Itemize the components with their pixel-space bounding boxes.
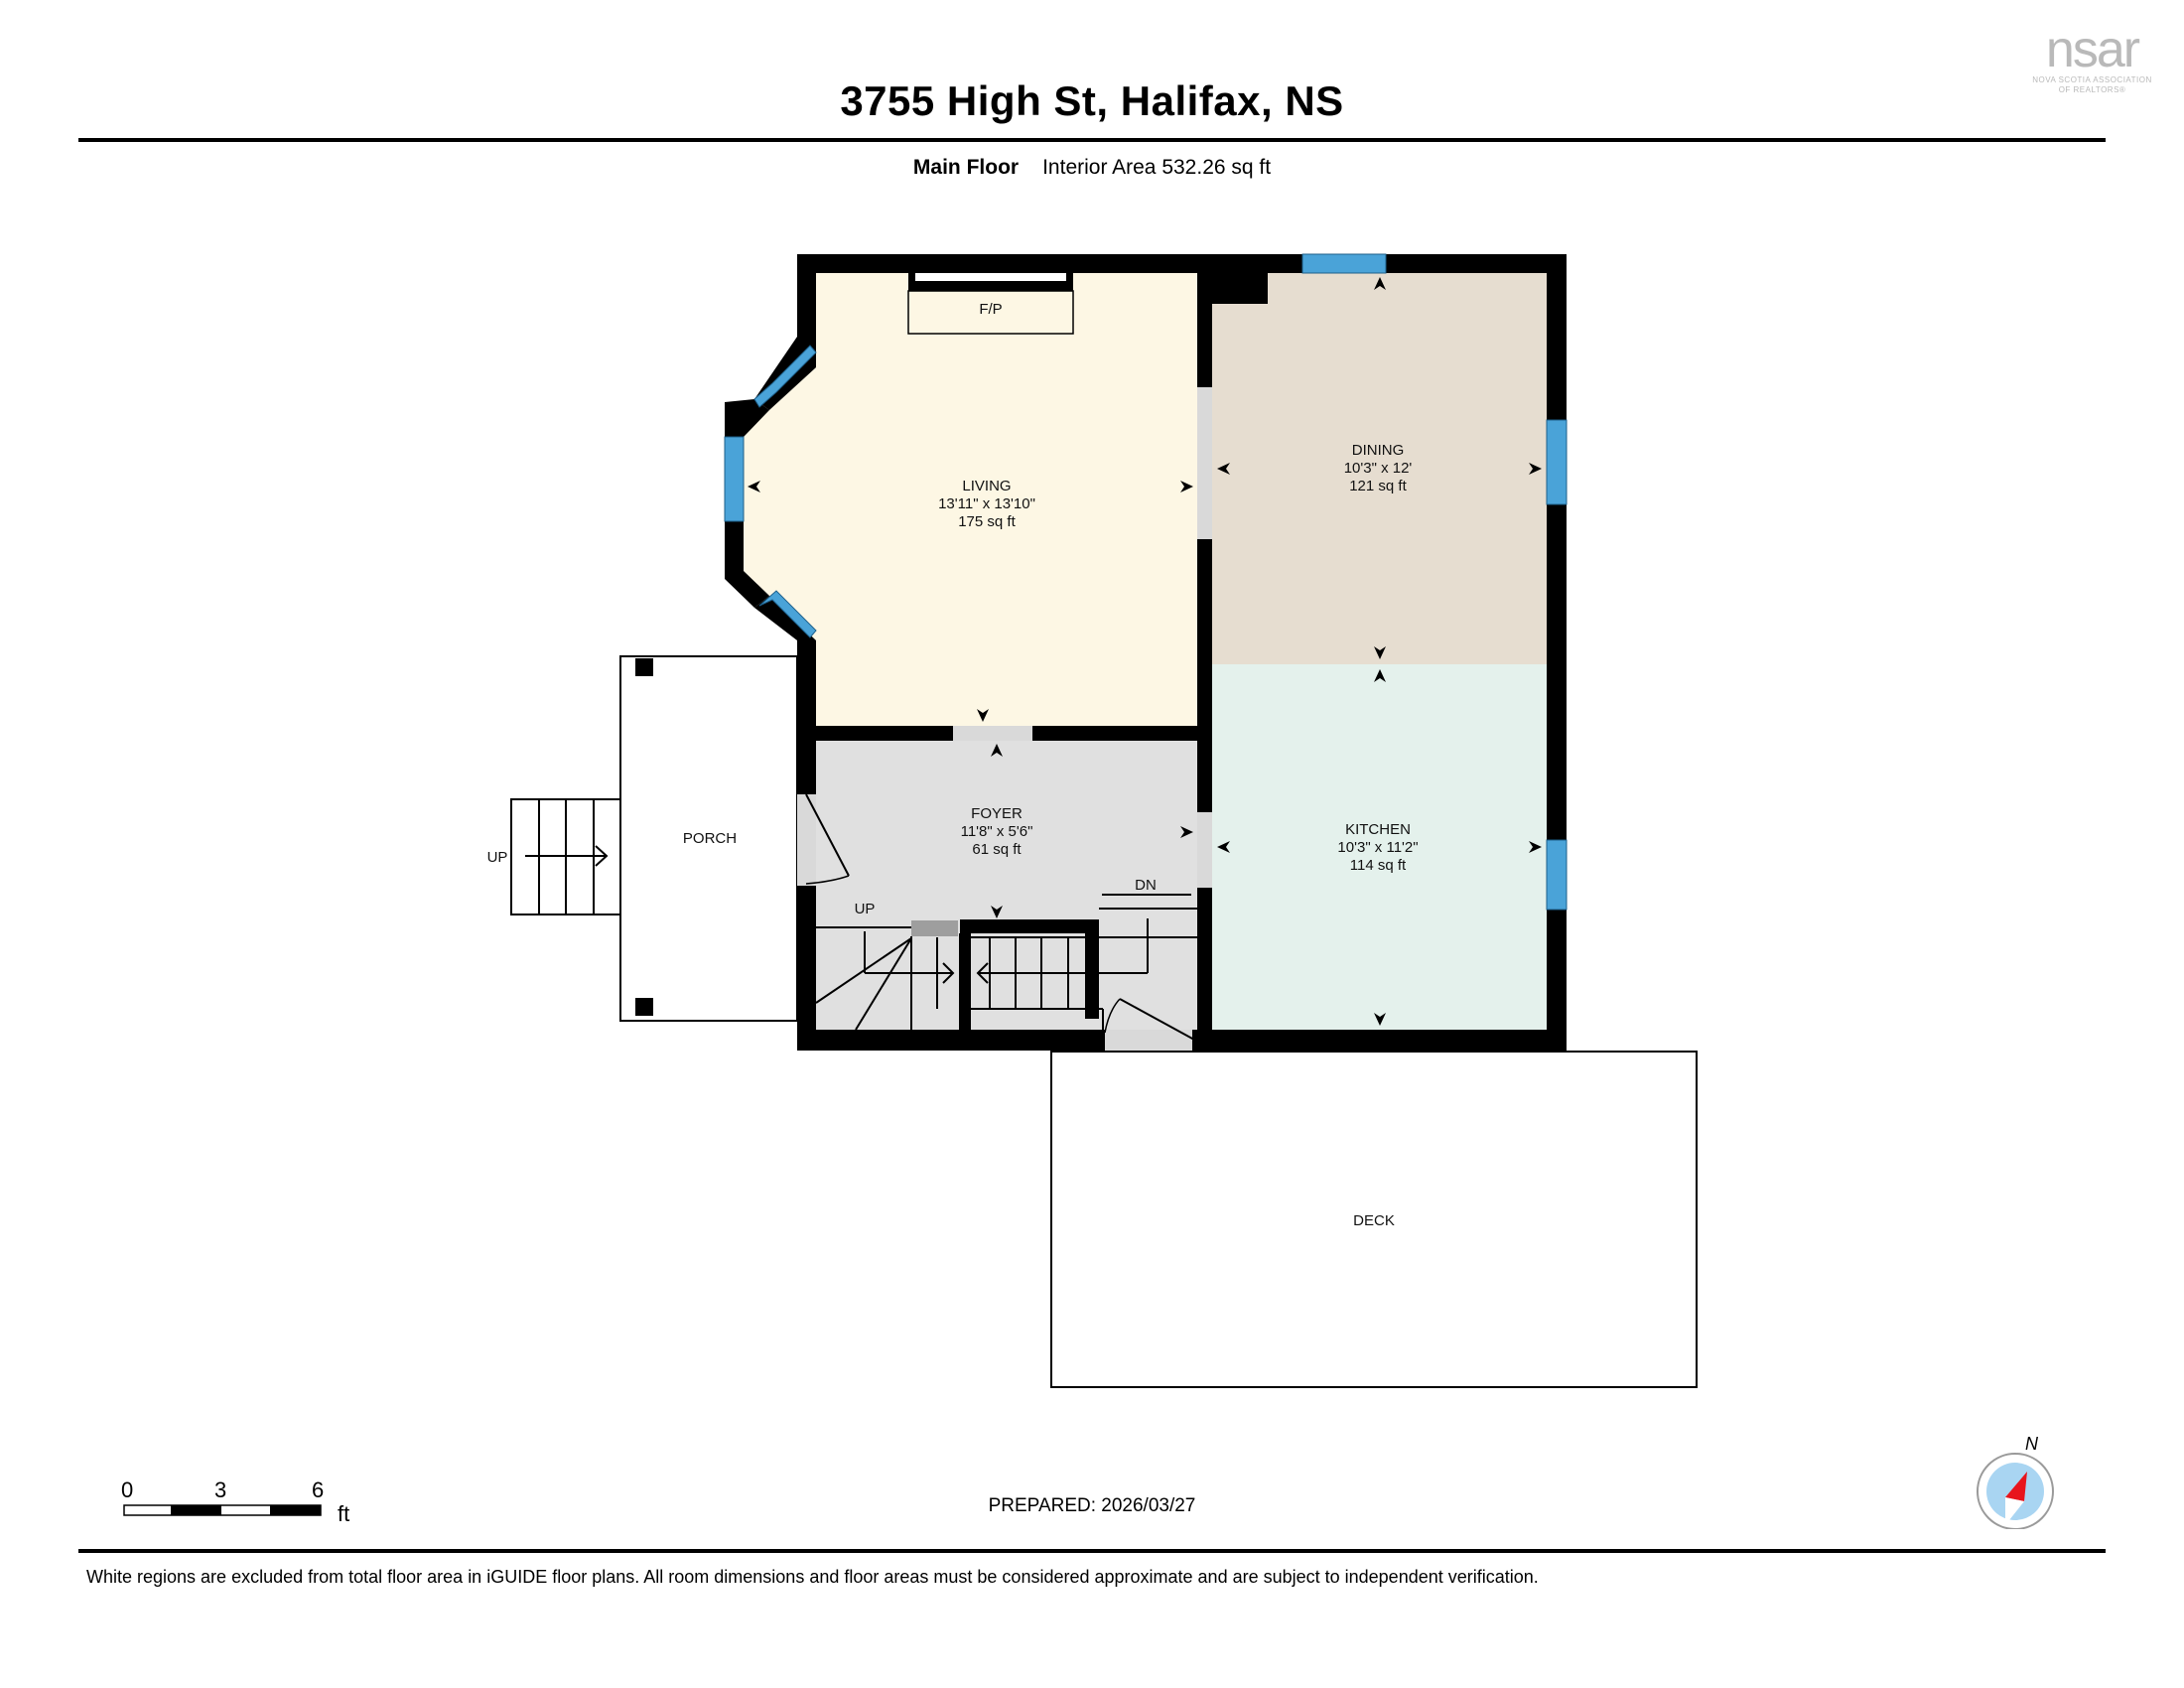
- fireplace-label: F/P: [979, 301, 1002, 318]
- scale-tick-3: 3: [214, 1477, 227, 1502]
- porch-label: PORCH: [683, 830, 737, 847]
- porch-post: [635, 658, 653, 676]
- deck-label: DECK: [1353, 1212, 1395, 1229]
- porch-post: [635, 998, 653, 1016]
- scale-tick-6: 6: [312, 1477, 325, 1502]
- svg-text:175 sq ft: 175 sq ft: [958, 513, 1016, 530]
- compass: N: [1976, 1430, 2055, 1530]
- room-living-label: LIVING 13'11" x 13'10" 175 sq ft: [938, 478, 1035, 530]
- room-foyer-label: FOYER 11'8" x 5'6" 61 sq ft: [961, 805, 1033, 858]
- logo-mark: nsar: [2045, 21, 2140, 78]
- logo-line2: OF REALTORS®: [2058, 85, 2126, 94]
- svg-text:LIVING: LIVING: [962, 478, 1011, 494]
- footer-rule: [78, 1549, 2106, 1553]
- dimension-arrows: [748, 277, 1542, 1026]
- front-door-swing: [805, 793, 850, 885]
- svg-text:10'3" x 11'2": 10'3" x 11'2": [1337, 839, 1418, 856]
- svg-text:61 sq ft: 61 sq ft: [972, 841, 1022, 858]
- foyer-stairs-down-label: DN: [1135, 877, 1157, 894]
- logo-line1: NOVA SCOTIA ASSOCIATION: [2032, 75, 2152, 84]
- porch-stairs: [510, 798, 621, 915]
- window-living-upper-bay: [753, 345, 817, 408]
- interior-area: Interior Area 532.26 sq ft: [1042, 156, 1272, 179]
- scale-bar: 0 3 6 ft: [119, 1477, 357, 1537]
- dining-room: [1212, 273, 1547, 664]
- room-kitchen-label: KITCHEN 10'3" x 11'2" 114 sq ft: [1337, 821, 1418, 874]
- deck-area: [1050, 1051, 1698, 1388]
- header-rule: [78, 138, 2106, 142]
- page-title: 3755 High St, Halifax, NS: [840, 77, 1344, 124]
- foyer-stairs-up-label: UP: [855, 901, 876, 917]
- kitchen-room: [1212, 664, 1547, 1030]
- window-living-lower-bay: [758, 590, 817, 638]
- svg-text:114 sq ft: 114 sq ft: [1350, 857, 1407, 874]
- prepared-date: PREPARED: 2026/03/27: [988, 1495, 1196, 1516]
- window-kitchen-right: [1546, 839, 1568, 911]
- floor-name: Main Floor: [912, 156, 1020, 179]
- window-dining-right: [1546, 419, 1568, 505]
- room-dining-label: DINING 10'3" x 12' 121 sq ft: [1344, 442, 1413, 494]
- foyer-stairs: [815, 894, 1197, 1041]
- window-dining-top: [1301, 253, 1387, 274]
- door-openings: [797, 387, 1212, 1051]
- compass-north-label: N: [2025, 1434, 2039, 1454]
- floor-subtitle: Main Floor Interior Area 532.26 sq ft: [0, 156, 2184, 180]
- scale-bar-graphic: [123, 1504, 322, 1516]
- living-room: [744, 273, 1197, 726]
- window-living-left: [724, 436, 745, 522]
- porch-stairs-up-label: UP: [487, 849, 508, 866]
- fireplace: [907, 273, 1074, 335]
- foyer-room: [816, 741, 1197, 1031]
- svg-text:DINING: DINING: [1352, 442, 1405, 459]
- windows: [724, 253, 1568, 911]
- svg-text:121 sq ft: 121 sq ft: [1349, 478, 1407, 494]
- svg-text:KITCHEN: KITCHEN: [1345, 821, 1411, 838]
- disclaimer-text: White regions are excluded from total fl…: [86, 1567, 1539, 1587]
- svg-text:11'8" x 5'6": 11'8" x 5'6": [961, 823, 1033, 840]
- nsar-logo: nsar NOVA SCOTIA ASSOCIATION OF REALTORS…: [2010, 24, 2174, 99]
- svg-text:FOYER: FOYER: [971, 805, 1023, 822]
- svg-text:13'11" x 13'10": 13'11" x 13'10": [938, 495, 1035, 512]
- scale-unit: ft: [338, 1501, 350, 1526]
- porch-area: [619, 655, 798, 1022]
- svg-text:10'3" x 12': 10'3" x 12': [1344, 460, 1413, 477]
- compass-icon: N: [1977, 1434, 2054, 1530]
- scale-tick-0: 0: [121, 1477, 134, 1502]
